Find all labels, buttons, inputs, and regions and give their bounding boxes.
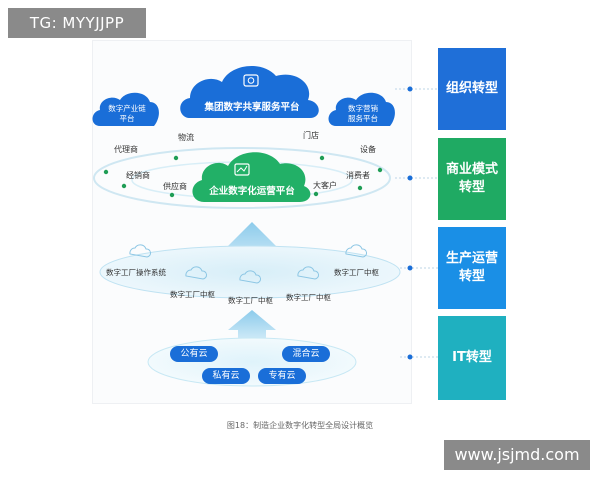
cloud-shared-services xyxy=(180,65,319,118)
public-cloud-pill: 公有云 xyxy=(170,346,218,362)
watermark-top-left: TG: MYYJJPP xyxy=(8,8,146,38)
cloud-industry-chain xyxy=(92,92,159,126)
private-cloud-pill: 私有云 xyxy=(202,368,250,384)
factory-layer xyxy=(99,245,401,299)
factory-label-hub-2: 数字工厂中枢 xyxy=(228,296,273,305)
marketing-services-label: 数字营销 服务平台 xyxy=(348,104,378,123)
ring-label-devices: 设备 xyxy=(360,145,376,154)
box-organization-transformation: 组织转型 xyxy=(438,48,506,130)
ring-label-logistics: 物流 xyxy=(178,133,194,142)
industry-chain-label: 数字产业链 平台 xyxy=(108,104,146,123)
box-production-ops-transformation: 生产运营 转型 xyxy=(438,227,506,309)
cloud-marketing-services xyxy=(328,92,395,126)
hybrid-cloud-pill: 混合云 xyxy=(282,346,330,362)
box-business-model-label: 商业模式 转型 xyxy=(445,162,498,195)
operations-platform-label: 企业数字化运营平台 xyxy=(209,186,295,197)
ring-label-consumers: 消费者 xyxy=(346,171,370,180)
trend-chart-icon xyxy=(234,163,250,176)
ring-label-key-accounts: 大客户 xyxy=(313,181,337,190)
factory-label-os: 数字工厂操作系统 xyxy=(106,268,166,277)
shared-services-label: 集团数字共享服务平台 xyxy=(204,102,300,113)
ring-label-agents: 代理商 xyxy=(114,145,138,154)
watermark-bottom-right: www.jsjmd.com xyxy=(444,440,590,470)
factory-label-hub-1: 数字工厂中枢 xyxy=(170,290,215,299)
box-production-ops-label: 生产运营 转型 xyxy=(445,251,498,284)
box-organization-label: 组织转型 xyxy=(445,81,498,97)
factory-label-hub-4: 数字工厂中枢 xyxy=(334,268,379,277)
box-it-label: IT转型 xyxy=(452,350,492,366)
ring-dots xyxy=(103,155,383,198)
ring-label-stores: 门店 xyxy=(303,131,319,140)
dedicated-cloud-pill: 专有云 xyxy=(258,368,306,384)
ecosystem-ring xyxy=(93,147,391,209)
figure-caption: 图18：制造企业数字化转型全局设计概览 xyxy=(226,421,374,430)
factory-label-hub-3: 数字工厂中枢 xyxy=(286,293,331,302)
box-business-model-transformation: 商业模式 转型 xyxy=(438,138,506,220)
globe-icon xyxy=(243,74,259,87)
connector-dots xyxy=(407,86,413,360)
box-it-transformation: IT转型 xyxy=(438,316,506,400)
ring-label-suppliers: 供应商 xyxy=(163,182,187,191)
connector-lines xyxy=(395,88,438,358)
cloud-operations-platform xyxy=(192,152,311,202)
ring-label-distributors: 经销商 xyxy=(126,171,150,180)
factory-icons xyxy=(129,244,367,284)
